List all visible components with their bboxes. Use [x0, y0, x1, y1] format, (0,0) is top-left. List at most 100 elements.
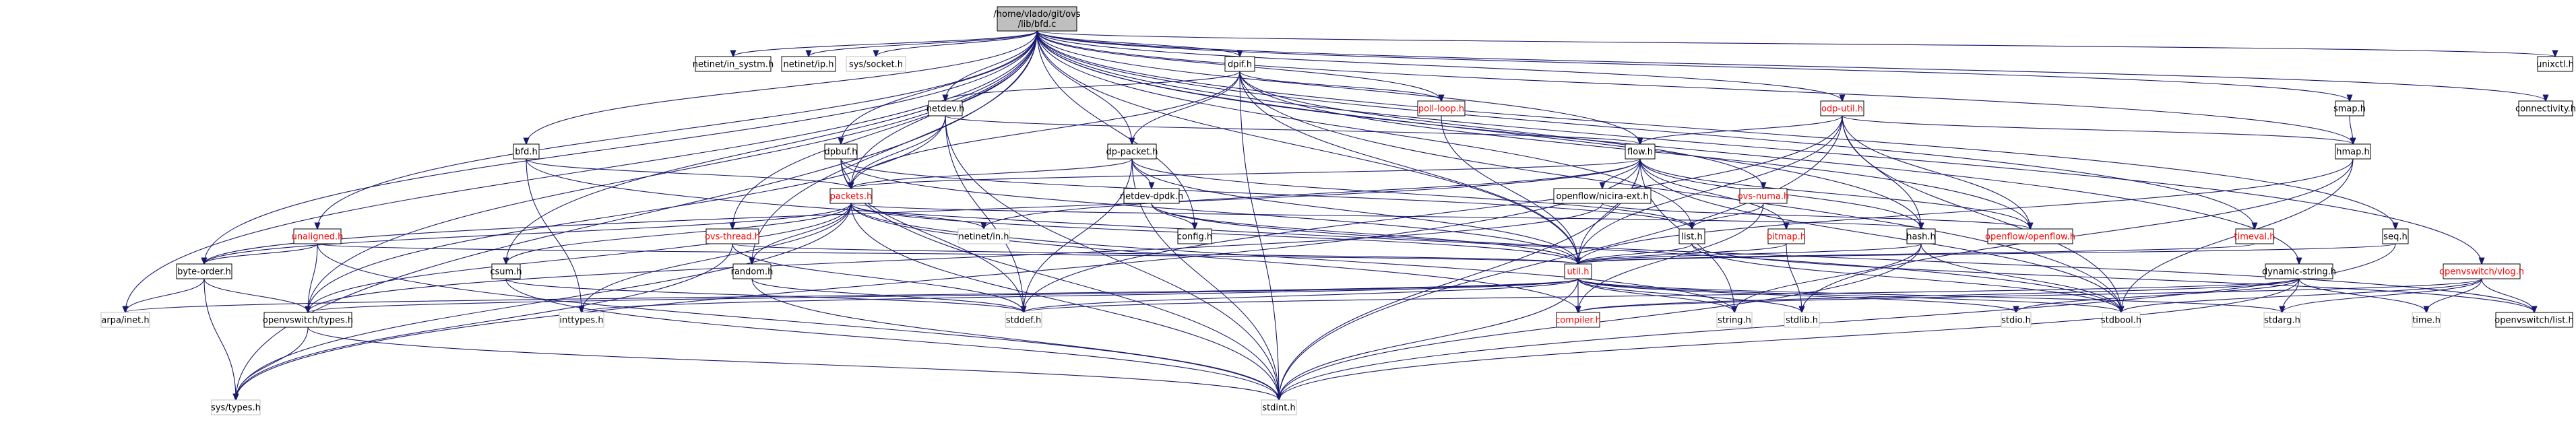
edge-root-to-smap	[1036, 30, 2350, 101]
node-label: netdev.h	[926, 104, 965, 114]
node-label: openvswitch/types.h	[263, 316, 353, 326]
node-util[interactable]: util.h	[1564, 263, 1592, 279]
node-unixctl[interactable]: unixctl.h	[2536, 56, 2574, 72]
node-timeval[interactable]: timeval.h	[2234, 228, 2275, 244]
node-box	[1716, 312, 1753, 328]
node-seq[interactable]: seq.h	[2382, 228, 2409, 244]
node-ovs-thread[interactable]: ovs-thread.h	[705, 228, 760, 244]
node-packets[interactable]: packets.h	[829, 188, 873, 204]
node-stdio: stdio.h	[2001, 312, 2032, 328]
edge-flow-to-stdbool	[1639, 158, 2121, 312]
node-box	[2265, 263, 2333, 279]
node-label: hash.h	[1906, 232, 1936, 242]
node-stdarg: stdarg.h	[2263, 312, 2301, 328]
edge-packets-to-csum	[506, 203, 852, 264]
node-list[interactable]: list.h	[1678, 228, 1705, 244]
node-box	[100, 312, 150, 328]
edge-root-to-dynamic_string	[1036, 30, 2299, 264]
edge-dp_packet-to-stddef	[1024, 158, 1133, 312]
edge-byte_order-to-ovs_types	[203, 278, 308, 312]
node-box	[2335, 100, 2364, 116]
edge-hash-to-util	[1578, 243, 1922, 264]
node-box	[1906, 228, 1936, 244]
edge-netdev-to-stddef	[945, 115, 1024, 312]
node-netdev[interactable]: netdev.h	[926, 100, 965, 116]
node-unaligned[interactable]: unaligned.h	[292, 228, 344, 244]
node-random[interactable]: random.h	[731, 263, 774, 279]
node-csum[interactable]: csum.h	[490, 263, 522, 279]
node-poll-loop[interactable]: poll-loop.h	[1417, 100, 1466, 116]
edge-smap-to-hmap	[2349, 115, 2353, 144]
edge-root-to-ovs_types	[308, 30, 1038, 312]
edge-bfd-to-inttypes	[526, 158, 582, 312]
edge-root-to-connectivity	[1036, 30, 2546, 101]
edge-poll_loop-to-util	[1441, 115, 1578, 264]
node-label: stdbool.h	[2101, 316, 2141, 326]
node-string: string.h	[1716, 312, 1753, 328]
node-dpif[interactable]: dpif.h	[1224, 56, 1255, 72]
edge-dynamic_string-to-stdio	[2016, 278, 2300, 312]
node-dynamic-string[interactable]: dynamic-string.h	[2262, 263, 2336, 279]
node-label: ovs-numa.h	[1738, 192, 1790, 202]
node-label: list.h	[1681, 232, 1702, 242]
node-config[interactable]: config.h	[1177, 228, 1212, 244]
edge-flow-to-bitmap	[1639, 158, 1786, 229]
edge-util-to-stdbool	[1577, 278, 2121, 312]
node-box	[1553, 188, 1652, 204]
node-byte-order[interactable]: byte-order.h	[176, 263, 232, 279]
node-compiler[interactable]: compiler.h	[1555, 312, 1601, 328]
node-label: dpif.h	[1228, 60, 1252, 70]
node-odp-util[interactable]: odp-util.h	[1820, 100, 1864, 116]
edge-root-to-timeval	[1036, 30, 2255, 229]
edge-odp_util-to-stddef	[1024, 115, 1843, 312]
node-smap[interactable]: smap.h	[2333, 100, 2366, 116]
node-dpbuf[interactable]: dpbuf.h	[824, 143, 858, 160]
node-ovs-list[interactable]: openvswitch/list.h	[2494, 312, 2574, 328]
edge-netdev-to-ovs_types	[308, 115, 946, 312]
node-openflow-nicira[interactable]: openflow/nicira-ext.h	[1553, 188, 1652, 204]
edge-dpbuf-to-util	[840, 158, 1578, 264]
node-stdint: stdint.h	[1261, 399, 1297, 415]
edge-dynamic_string-to-time	[2298, 278, 2426, 312]
edge-root-to-list	[1036, 30, 1692, 229]
node-label: openflow/openflow.h	[1985, 232, 2075, 242]
dependency-edges	[125, 30, 2555, 400]
edge-random-to-stdint	[751, 278, 1279, 400]
node-netinet-in-systm[interactable]: netinet/in_systm.h	[693, 56, 774, 72]
node-bitmap[interactable]: bitmap.h	[1767, 228, 1806, 244]
node-ovs-numa[interactable]: ovs-numa.h	[1738, 188, 1790, 204]
node-dp-packet[interactable]: dp-packet.h	[1106, 143, 1158, 160]
header-nodes: /home/vlado/git/ovs/lib/bfd.cnetinet/in_…	[100, 6, 2576, 415]
node-flow[interactable]: flow.h	[1625, 143, 1656, 160]
edge-dpif-to-netdev	[945, 71, 1240, 101]
edge-packets-to-hash	[850, 203, 1921, 229]
node-box	[211, 399, 261, 415]
node-connectivity[interactable]: connectivity.h	[2515, 100, 2576, 116]
edge-dynamic_string-to-stdint	[1279, 278, 2300, 400]
edge-ovs_numa-to-compiler	[1578, 203, 1764, 312]
node-label: arpa/inet.h	[101, 316, 149, 326]
node-netdev-dpdk[interactable]: netdev-dpdk.h	[1120, 188, 1183, 204]
edge-util-to-stddef	[1024, 278, 1579, 312]
edge-root-to-flow	[1036, 30, 1640, 144]
node-label: openvswitch/list.h	[2494, 316, 2573, 326]
edge-packets-to-util	[850, 203, 1578, 264]
node-netinet-ip[interactable]: netinet/ip.h	[781, 56, 836, 72]
node-box	[829, 188, 873, 204]
edge-netdev-to-flow	[945, 115, 1640, 144]
node-ovs-types[interactable]: openvswitch/types.h	[263, 312, 353, 328]
node-box	[491, 263, 521, 279]
edge-byte_order-to-arpa_inet	[125, 278, 205, 312]
edge-root-to-util	[1036, 30, 1578, 264]
node-label: dp-packet.h	[1106, 147, 1158, 158]
node-vlog[interactable]: openvswitch/vlog.h	[2439, 263, 2524, 279]
edge-unaligned-to-ovs_types	[308, 243, 318, 312]
edge-root-to-unixctl	[1036, 30, 2555, 57]
node-box	[1784, 312, 1820, 328]
node-box	[263, 312, 352, 328]
node-hash[interactable]: hash.h	[1906, 228, 1936, 244]
node-openflow-openflow[interactable]: openflow/openflow.h	[1985, 228, 2075, 244]
node-hmap[interactable]: hmap.h	[2335, 143, 2371, 160]
node-bfd[interactable]: bfd.h	[513, 143, 540, 160]
node-arpa-inet: arpa/inet.h	[100, 312, 150, 328]
